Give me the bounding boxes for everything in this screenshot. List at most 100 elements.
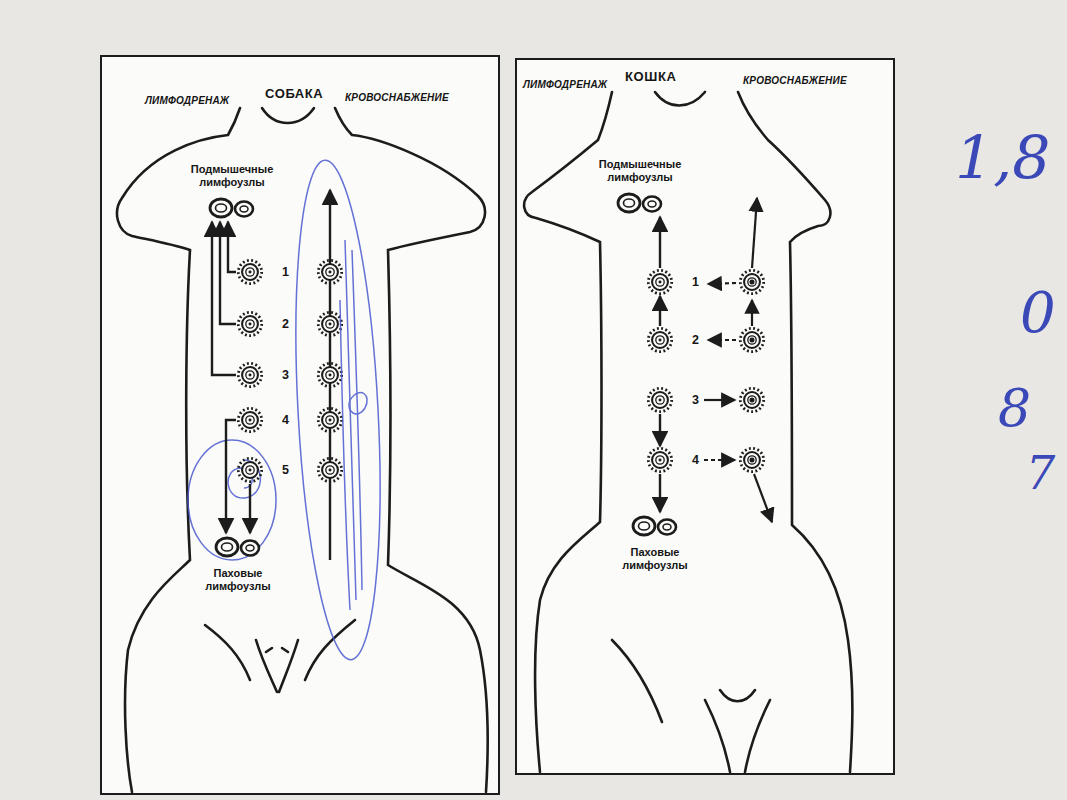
drainage-arrow xyxy=(228,222,236,272)
diagram-panel: ЛИМФОДРЕНАЖСОБАКАКРОВОСНАБЖЕНИЕПодмышечн… xyxy=(100,55,500,795)
pen-marks xyxy=(349,392,367,413)
dog-outline xyxy=(335,108,488,792)
heading-slot: КРОВОСНАБЖЕНИЕ xyxy=(743,70,847,88)
pen-marks xyxy=(285,158,391,662)
cat-blood-supply xyxy=(740,270,763,293)
dog-blood-supply xyxy=(318,312,341,335)
cat-blood-supply xyxy=(708,339,736,341)
drainage-arrow xyxy=(659,414,661,446)
drainage-arrow xyxy=(659,474,661,512)
lymph-node-symbol xyxy=(210,199,253,217)
gland-number: 2 xyxy=(282,317,289,331)
gland-symbol xyxy=(238,312,261,335)
lymph-node-symbol xyxy=(633,517,676,535)
column-heading: ЛИМФОДРЕНАЖ xyxy=(523,79,607,90)
cat-blood-supply xyxy=(752,198,757,268)
handwritten-note: 1,8 xyxy=(955,128,1050,188)
note-slot: 7 xyxy=(1026,450,1055,496)
drainage-arrow xyxy=(226,420,236,533)
mammary-gland: 5 xyxy=(236,456,289,484)
cat-blood-supply xyxy=(704,459,735,461)
drainage-arrow xyxy=(659,217,661,268)
cat-blood-supply xyxy=(708,283,736,284)
heading-slot: КРОВОСНАБЖЕНИЕ xyxy=(345,87,449,105)
gland-symbol xyxy=(646,268,674,296)
dog-blood-supply xyxy=(318,363,341,386)
lymph-node-group: Паховые лимфоузлы xyxy=(607,512,703,573)
lymph-node-group: Паховые лимфоузлы xyxy=(190,533,286,594)
handwritten-note: 8 xyxy=(998,382,1031,434)
gland-symbol xyxy=(648,388,671,411)
gland-number: 2 xyxy=(692,333,699,347)
dog-outline xyxy=(205,625,250,680)
diagram-panel: ЛИМФОДРЕНАЖ КОШКА КРОВОСНАБЖЕНИЕ Подмышечны… xyxy=(515,58,895,775)
gland-number: 5 xyxy=(282,463,289,477)
dog-blood-supply xyxy=(318,190,341,560)
cat-outline xyxy=(705,690,770,772)
mammary-gland: 1 xyxy=(236,258,289,286)
lymph-node-symbol xyxy=(618,194,661,212)
mammary-gland: 3 xyxy=(236,361,289,389)
lymph-node-symbol xyxy=(216,538,259,556)
heading-slot: КОШКА xyxy=(625,67,676,85)
cat-blood-supply xyxy=(740,448,763,471)
mammary-gland: 2 xyxy=(646,326,699,354)
pen-marks xyxy=(188,158,391,662)
lymph-node-group: Подмышечные лимфоузлы xyxy=(592,158,688,217)
gland-symbol xyxy=(646,446,674,474)
pen-marks xyxy=(340,240,362,610)
gland-symbol xyxy=(648,328,671,351)
cat-blood-supply xyxy=(740,328,763,351)
dog-blood-supply xyxy=(318,458,341,481)
cat-outline xyxy=(524,92,852,772)
drainage-arrow xyxy=(212,222,236,375)
gland-number: 3 xyxy=(692,393,699,407)
note-slot: 0 xyxy=(1020,285,1056,341)
cat-blood-supply xyxy=(754,474,772,522)
gland-symbol xyxy=(646,386,674,414)
dog-outline xyxy=(256,640,298,692)
lymph-node-symbol xyxy=(614,189,666,217)
lymph-node-symbol xyxy=(206,194,258,222)
column-heading: ЛИМФОДРЕНАЖ xyxy=(145,95,229,106)
dog-outline xyxy=(262,108,314,123)
handwritten-note: 7 xyxy=(1026,450,1055,496)
lymph-node-symbol xyxy=(629,512,681,540)
gland-symbol xyxy=(236,361,264,389)
gland-number: 4 xyxy=(282,413,289,427)
dog-outline xyxy=(117,108,488,792)
mammary-gland: 1 xyxy=(646,268,699,296)
paper xyxy=(100,55,500,795)
gland-symbol xyxy=(648,270,671,293)
lymph-node-label: Подмышечные лимфоузлы xyxy=(592,158,688,185)
cat-blood-supply xyxy=(704,198,772,522)
lymph-node-symbol xyxy=(212,533,264,561)
mammary-gland: 3 xyxy=(646,386,699,414)
lymph-node-label: Паховые лимфоузлы xyxy=(607,546,703,573)
pen-marks xyxy=(188,440,276,560)
lymph-node-group: Подмышечные лимфоузлы xyxy=(184,163,280,222)
cat-outline xyxy=(524,92,612,772)
mammary-gland: 4 xyxy=(646,446,699,474)
mammary-gland: 2 xyxy=(236,310,289,338)
gland-symbol xyxy=(238,408,261,431)
gland-symbol xyxy=(238,458,261,481)
mammary-gland: 4 xyxy=(236,406,289,434)
handwritten-note: 0 xyxy=(1020,285,1056,341)
gland-number: 3 xyxy=(282,368,289,382)
dog-blood-supply xyxy=(318,408,341,431)
cat-blood-supply xyxy=(704,399,735,401)
paper xyxy=(100,55,895,795)
drainage-arrow xyxy=(659,296,661,326)
cat-outline xyxy=(655,92,705,106)
gland-symbol xyxy=(236,310,264,338)
gland-symbol xyxy=(236,406,264,434)
cat-outline xyxy=(738,92,852,772)
gland-symbol xyxy=(646,326,674,354)
gland-symbol xyxy=(236,456,264,484)
gland-number: 1 xyxy=(282,265,289,279)
cat-outline xyxy=(612,640,662,722)
heading-slot: ЛИМФОДРЕНАЖ xyxy=(145,90,229,108)
